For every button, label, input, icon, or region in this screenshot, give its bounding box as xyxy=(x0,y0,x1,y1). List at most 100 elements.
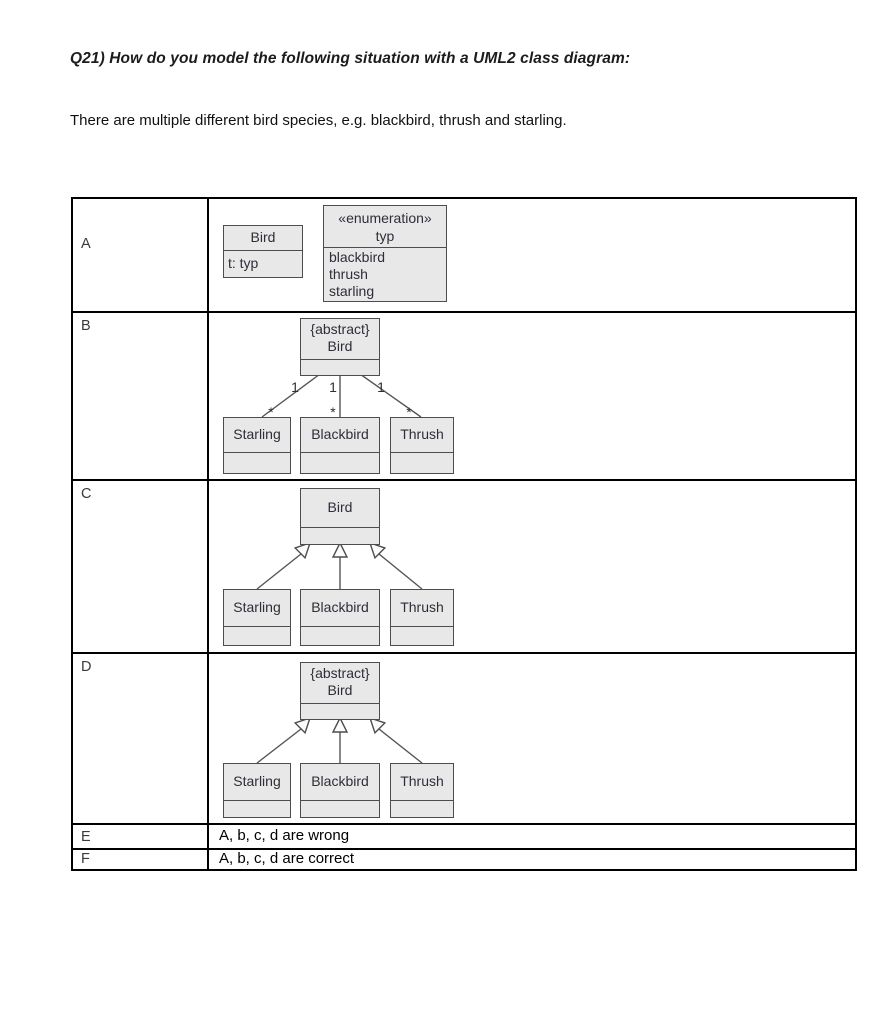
uml-class-name: Starling xyxy=(233,599,281,615)
option-row-f: F A, b, c, d are correct xyxy=(73,850,855,869)
uml-empty-compartment xyxy=(301,703,379,719)
association-line xyxy=(261,373,321,418)
generalization-line xyxy=(256,553,302,590)
uml-class-name: Blackbird xyxy=(311,599,369,615)
uml-class-blackbird: Blackbird xyxy=(300,763,380,818)
option-c-diagram: Bird Starling Blackbird Thrush xyxy=(209,481,855,652)
uml-empty-compartment xyxy=(224,626,290,645)
uml-class-name: Blackbird xyxy=(311,773,369,789)
uml-enumeration-header: «enumeration» typ xyxy=(324,206,446,247)
association-line xyxy=(359,373,422,418)
option-letter-label: E xyxy=(81,829,91,845)
uml-class-bird-abstract: {abstract} Bird xyxy=(300,318,380,376)
uml-class-starling: Starling xyxy=(223,417,291,474)
uml-class-name: {abstract} Bird xyxy=(301,663,379,703)
option-f-text: A, b, c, d are correct xyxy=(219,850,355,867)
option-letter-a: A xyxy=(73,199,209,311)
generalization-line xyxy=(378,553,423,590)
option-f-content: A, b, c, d are correct xyxy=(209,850,855,869)
uml-class-name-text: Bird xyxy=(327,338,353,354)
option-e-text: A, b, c, d are wrong xyxy=(219,827,350,844)
generalization-arrowhead xyxy=(293,716,312,735)
option-row-a: A Bird t: typ «enumeration» typ blackbir… xyxy=(73,199,855,313)
generalization-line xyxy=(256,728,302,764)
uml-class-name: Thrush xyxy=(400,773,444,789)
option-letter-b: B xyxy=(73,313,209,479)
question-subtitle: There are multiple different bird specie… xyxy=(70,112,567,129)
multiplicity-label: * xyxy=(406,404,412,420)
uml-class-bird: Bird t: typ xyxy=(223,225,303,278)
uml-enumeration-typ: «enumeration» typ blackbird thrush starl… xyxy=(323,205,447,302)
option-row-d: D {abstract} Bird xyxy=(73,654,855,825)
uml-class-name: Bird xyxy=(250,229,276,245)
uml-literal: starling xyxy=(329,283,375,299)
uml-class-name: Starling xyxy=(233,773,281,789)
generalization-arrowhead xyxy=(293,541,312,560)
option-d-diagram: {abstract} Bird Starling Blackbird Thrus… xyxy=(209,654,855,823)
uml-empty-compartment xyxy=(301,626,379,645)
uml-enumeration-literals: blackbird thrush starling xyxy=(324,247,446,301)
option-row-e: E A, b, c, d are wrong xyxy=(73,825,855,850)
uml-empty-compartment xyxy=(391,626,453,645)
uml-class-name: {abstract} Bird xyxy=(301,319,379,359)
question-title: Q21) How do you model the following situ… xyxy=(70,50,631,67)
option-letter-label: C xyxy=(81,486,92,502)
uml-class-bird-abstract: {abstract} Bird xyxy=(300,662,380,720)
uml-stereotype: «enumeration» xyxy=(338,210,432,226)
uml-empty-compartment xyxy=(301,452,379,473)
uml-empty-compartment xyxy=(301,527,379,544)
option-letter-label: A xyxy=(81,236,91,252)
uml-class-thrush: Thrush xyxy=(390,589,454,646)
uml-class-thrush: Thrush xyxy=(390,763,454,818)
option-letter-label: B xyxy=(81,318,91,334)
uml-class-name: Thrush xyxy=(400,599,444,615)
multiplicity-label: * xyxy=(330,404,336,420)
answer-table: A Bird t: typ «enumeration» typ blackbir… xyxy=(71,197,857,871)
generalization-arrowhead xyxy=(368,541,387,560)
uml-empty-compartment xyxy=(301,800,379,817)
uml-enumeration-name: typ xyxy=(375,228,395,244)
uml-abstract-modifier: {abstract} xyxy=(310,665,370,681)
multiplicity-label: 1 xyxy=(377,379,385,395)
uml-empty-compartment xyxy=(301,359,379,375)
multiplicity-label: 1 xyxy=(291,379,299,395)
uml-class-bird: Bird xyxy=(300,488,380,545)
uml-class-name-text: Bird xyxy=(327,682,353,698)
option-letter-label: F xyxy=(81,851,90,867)
uml-class-blackbird: Blackbird xyxy=(300,417,380,474)
option-letter-e: E xyxy=(73,825,209,848)
option-b-diagram: 1 1 1 * * * {abstract} Bird Starling xyxy=(209,313,855,479)
uml-class-blackbird: Blackbird xyxy=(300,589,380,646)
uml-class-name: Bird xyxy=(327,499,353,515)
generalization-line xyxy=(378,728,423,764)
uml-class-name: Thrush xyxy=(400,426,444,442)
uml-attribute: t: typ xyxy=(224,250,302,277)
generalization-lines xyxy=(256,716,423,764)
multiplicity-label: * xyxy=(268,404,274,420)
uml-literal: blackbird xyxy=(329,249,386,265)
generalization-arrowhead xyxy=(331,541,349,558)
uml-class-starling: Starling xyxy=(223,763,291,818)
option-a-diagram: Bird t: typ «enumeration» typ blackbird … xyxy=(209,199,855,311)
uml-empty-compartment xyxy=(391,452,453,473)
option-letter-label: D xyxy=(81,659,92,675)
uml-class-name: Starling xyxy=(233,426,281,442)
uml-class-name: Blackbird xyxy=(311,426,369,442)
generalization-arrowhead xyxy=(331,716,349,733)
uml-class-starling: Starling xyxy=(223,589,291,646)
option-letter-c: C xyxy=(73,481,209,652)
uml-abstract-modifier: {abstract} xyxy=(310,321,370,337)
option-row-c: C Bird Starling xyxy=(73,481,855,654)
association-lines: 1 1 1 * * * xyxy=(261,373,422,420)
option-letter-d: D xyxy=(73,654,209,823)
uml-empty-compartment xyxy=(224,800,290,817)
uml-empty-compartment xyxy=(391,800,453,817)
uml-literal: thrush xyxy=(329,266,368,282)
multiplicity-label: 1 xyxy=(329,379,337,395)
option-e-content: A, b, c, d are wrong xyxy=(209,825,855,848)
option-row-b: B 1 1 1 * * * {abstract} Bird xyxy=(73,313,855,481)
generalization-arrowhead xyxy=(368,716,387,735)
option-letter-f: F xyxy=(73,850,209,869)
uml-empty-compartment xyxy=(224,452,290,473)
